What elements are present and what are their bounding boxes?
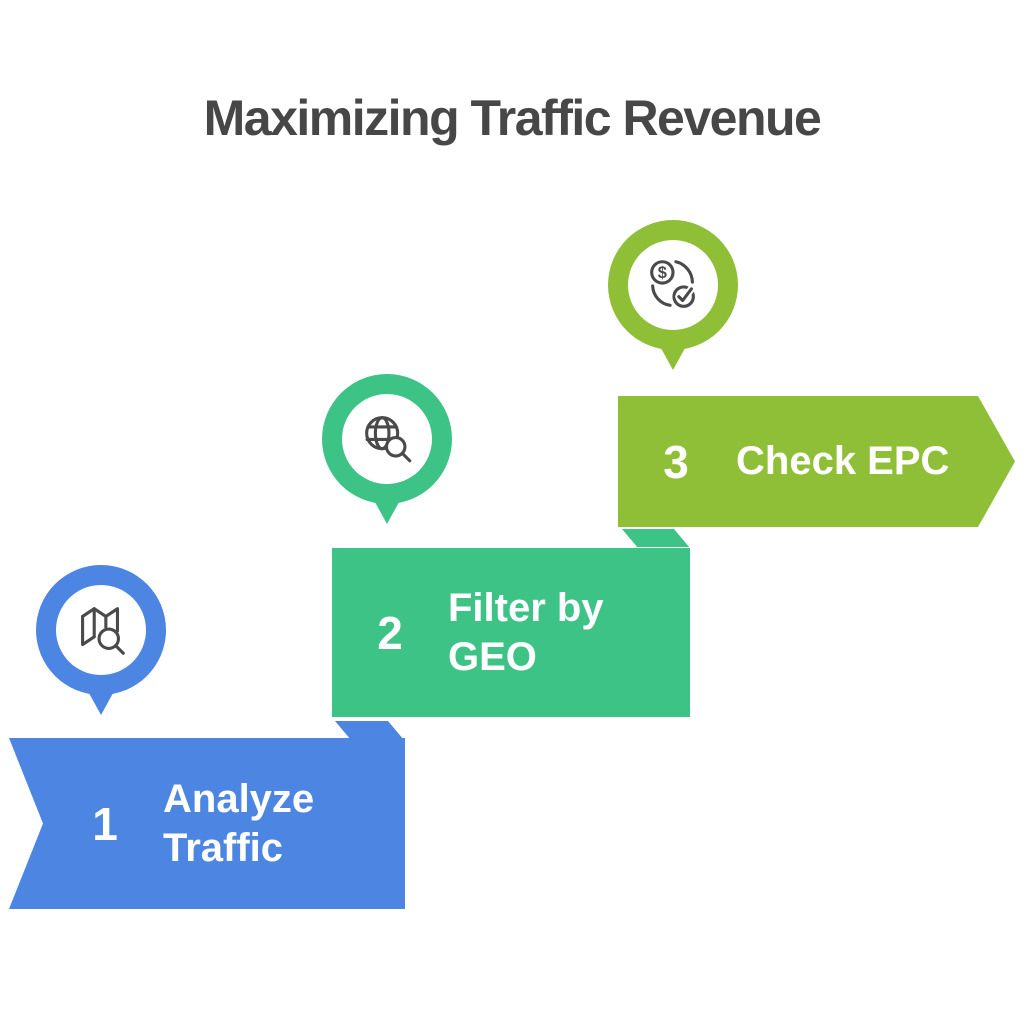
step3-label: Check EPC xyxy=(736,439,950,483)
pin-circle xyxy=(36,565,166,695)
map-search-icon xyxy=(81,607,125,655)
step2-banner: 2 Filter by GEO xyxy=(332,548,690,717)
step2-number: 2 xyxy=(377,606,403,659)
fold-connector-step2 xyxy=(622,529,690,547)
step2-pin xyxy=(322,374,452,529)
step3-pin: $ xyxy=(608,220,738,375)
globe-search-icon xyxy=(365,416,412,463)
fold-connector-step1 xyxy=(335,721,403,738)
pin-circle xyxy=(322,374,452,504)
step1-number: 1 xyxy=(92,797,118,850)
step3-banner: 3 Check EPC xyxy=(618,396,1015,527)
page-title: Maximizing Traffic Revenue xyxy=(203,90,822,146)
step1-banner: 1 Analyze Traffic xyxy=(9,738,405,909)
step1-label: Analyze Traffic xyxy=(163,776,315,870)
pin-circle: $ xyxy=(608,220,738,350)
step1-pin xyxy=(36,565,166,720)
pin-inner xyxy=(342,394,432,484)
step2-label: Filter by GEO xyxy=(448,585,604,679)
step3-number: 3 xyxy=(663,435,689,488)
pin-inner: $ xyxy=(628,240,718,330)
dollar-cycle-check-icon: $ xyxy=(650,260,696,308)
dollar-glyph: $ xyxy=(658,264,667,282)
pin-inner xyxy=(56,585,146,675)
